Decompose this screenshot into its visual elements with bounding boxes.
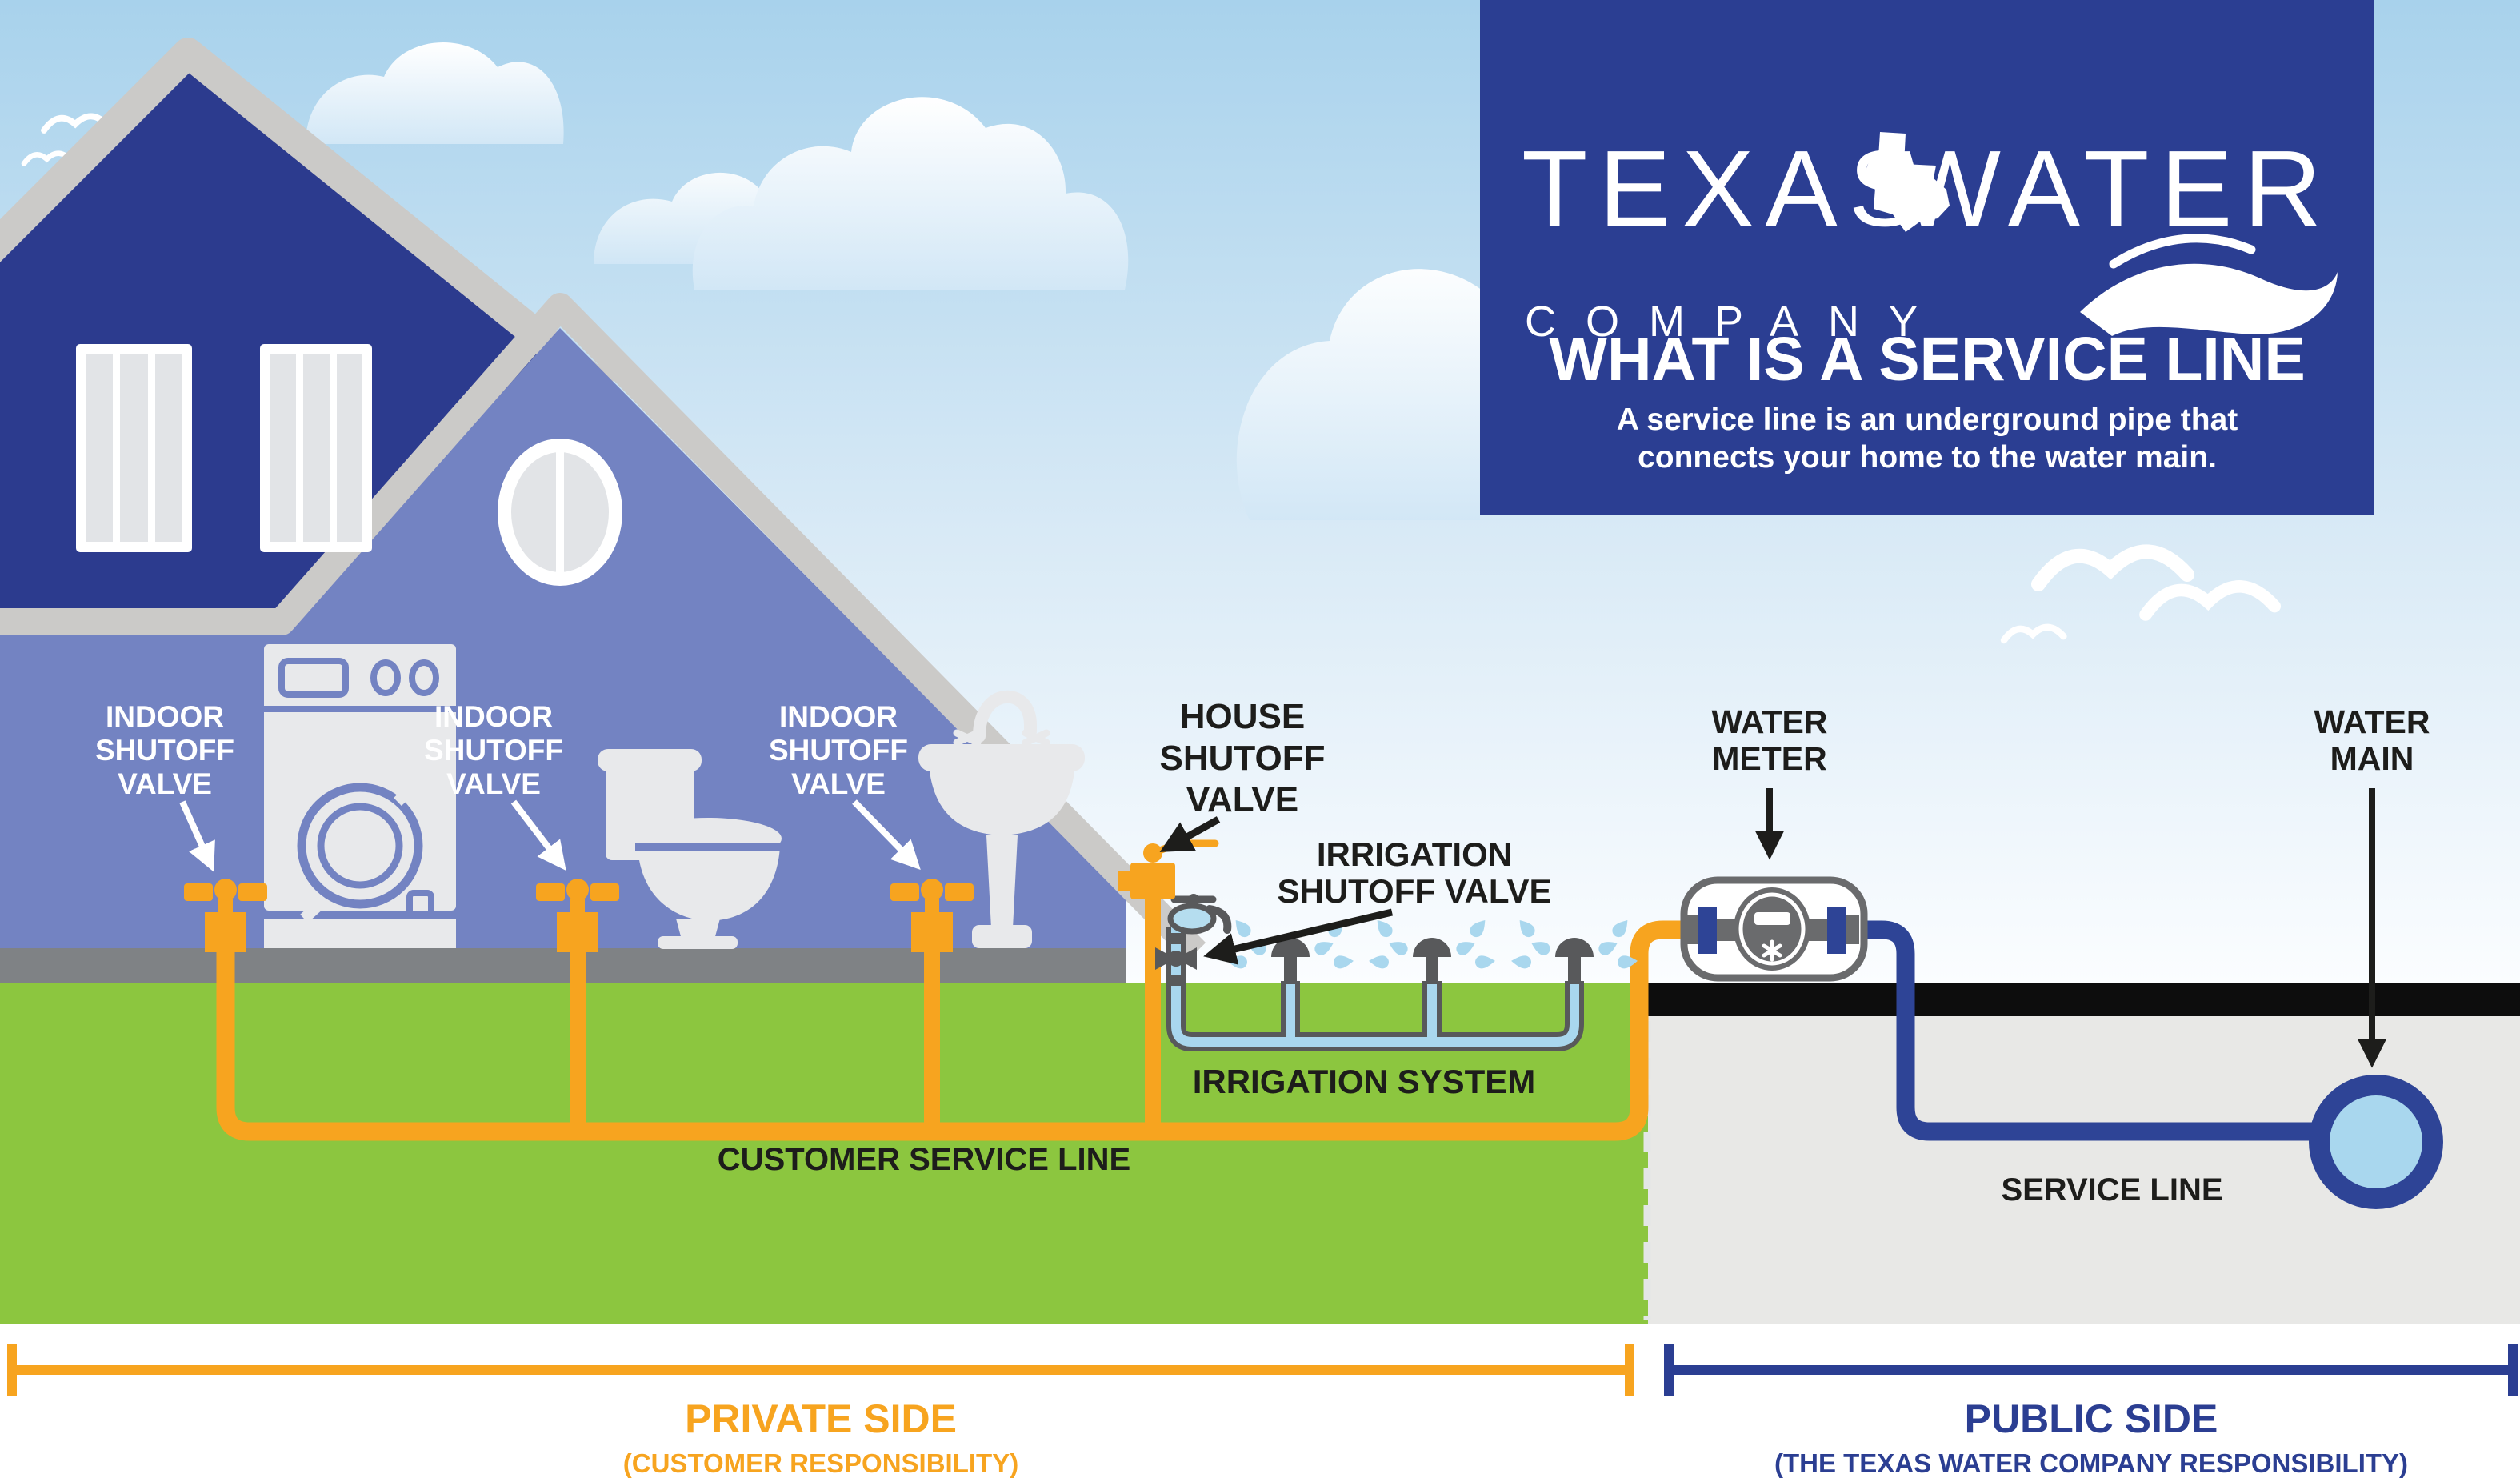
label-line: VALVE: [791, 767, 886, 800]
private-side-title: PRIVATE SIDE: [685, 1396, 957, 1441]
window-left: [76, 344, 192, 552]
irrigation-shutoff-valve-icon: [1155, 933, 1197, 986]
sprinkler-head-icon: [1271, 938, 1310, 984]
arrow-to-house-valve: [1159, 816, 1221, 852]
label-irrigation-system: IRRIGATION SYSTEM: [1193, 1063, 1536, 1100]
house-floor: [0, 948, 1126, 983]
bird-icon: [41, 113, 112, 134]
toilet: [598, 749, 782, 949]
indoor-shutoff-valve-3-icon: [890, 879, 974, 952]
brand-company: COMPANY: [1525, 298, 1947, 346]
indoor-shutoff-valve-2-icon: [536, 879, 619, 952]
label-line: WATER: [1711, 703, 1827, 740]
footer: PRIVATE SIDE (CUSTOMER RESPONSIBILITY) P…: [7, 1344, 2518, 1478]
sink-faucet-icon: [973, 690, 1037, 743]
droplet-cluster: [1369, 920, 1495, 969]
label-line: INDOOR: [106, 700, 224, 733]
label-indoor-shutoff-valve-1: INDOOR SHUTOFF VALVE: [95, 700, 234, 872]
arrow-to-indoor-valve-3: [852, 799, 921, 871]
label-water-meter: WATER METER: [1711, 703, 1828, 860]
bird-icon: [2031, 544, 2194, 591]
outdoor-faucet-icon: [1167, 894, 1232, 935]
public-side-title: PUBLIC SIDE: [1965, 1396, 2218, 1441]
meter-display: [1754, 912, 1790, 925]
label-line: HOUSE: [1180, 697, 1305, 736]
arrow-to-indoor-valve-2: [510, 799, 566, 871]
bird-icon: [2000, 623, 2067, 644]
header-background: [1480, 0, 2374, 515]
washing-machine: [264, 644, 456, 948]
label-line: METER: [1712, 740, 1827, 777]
public-side-bracket: [1664, 1344, 2518, 1396]
private-side-subtitle: (CUSTOMER RESPONSIBILITY): [623, 1448, 1018, 1478]
brand-water: WATER: [1899, 128, 2333, 249]
sprinkler-head-icon: [1413, 938, 1451, 984]
periwinkle-roof-trim: [0, 293, 1206, 962]
label-line: SHUTOFF: [769, 734, 908, 767]
washer-door-icon: [297, 783, 423, 909]
public-side-subtitle: (THE TEXAS WATER COMPANY RESPONSIBILITY): [1774, 1448, 2408, 1478]
customer-service-line-pipe: [216, 916, 1698, 1141]
sprinkler-head-icon: [1555, 938, 1594, 984]
header-panel: TEXAS WATER COMPANY WHAT IS A SERVICE LI…: [1480, 0, 2374, 515]
cloud-icon: [306, 42, 564, 144]
customer-service-line-pipes: [216, 884, 1698, 1141]
street-surface: [1648, 983, 2520, 1016]
water-wave-icon: [2080, 234, 2338, 336]
label-line: INDOOR: [779, 700, 898, 733]
label-line: WATER: [2314, 703, 2430, 740]
bird-icon: [2139, 580, 2281, 621]
navy-roof-trim: [0, 38, 615, 403]
label-line: MAIN: [2330, 740, 2414, 777]
arrow-to-irrigation-valve: [1203, 908, 1394, 965]
window-right: [260, 344, 372, 552]
label-water-main: WATER MAIN: [2314, 703, 2430, 1068]
label-service-line: SERVICE LINE: [2001, 1172, 2222, 1208]
water-droplets: [1227, 920, 1638, 969]
label-irrigation-shutoff-valve: IRRIGATION SHUTOFF VALVE: [1203, 835, 1552, 965]
header-subtitle-line1: A service line is an underground pipe th…: [1617, 403, 2238, 437]
label-line: SHUTOFF: [1160, 739, 1326, 778]
windows: [76, 344, 622, 586]
public-service-line-pipe: [1848, 920, 2312, 1141]
private-side-bracket: [7, 1344, 1634, 1396]
header-title: WHAT IS A SERVICE LINE: [1549, 325, 2305, 394]
round-gable-window: [498, 439, 622, 586]
brand-texas: TEXAS: [1522, 128, 1932, 249]
water-main-icon: [2309, 1075, 2443, 1209]
arrow-to-indoor-valve-1: [179, 800, 215, 872]
label-line: VALVE: [446, 767, 541, 800]
label-line: SHUTOFF VALVE: [1277, 872, 1551, 910]
water-meter-icon: [1680, 876, 1868, 982]
label-line: SHUTOFF: [95, 734, 234, 767]
diagram-labels: INDOOR SHUTOFF VALVE INDOOR SHUTOFF VALV…: [95, 697, 2430, 1208]
pedestal-sink: [918, 690, 1085, 948]
meter-asterisk-icon: [1762, 939, 1782, 962]
label-line: VALVE: [1186, 780, 1298, 819]
droplet-cluster: [1511, 920, 1638, 969]
label-customer-service-line: CUSTOMER SERVICE LINE: [718, 1142, 1130, 1177]
label-line: VALVE: [118, 767, 212, 800]
indoor-shutoff-valves: [184, 839, 1219, 952]
bird-icon: [21, 150, 74, 166]
sprinklers: [1271, 938, 1594, 984]
irrigation-system: [1155, 894, 1638, 1051]
label-house-shutoff-valve: HOUSE SHUTOFF VALVE: [1159, 697, 1326, 852]
indoor-shutoff-valve-1-icon: [184, 879, 267, 952]
label-line: INDOOR: [434, 700, 553, 733]
cloud-icon: [692, 97, 1129, 290]
label-line: SHUTOFF: [424, 734, 563, 767]
label-indoor-shutoff-valve-2: INDOOR SHUTOFF VALVE: [424, 700, 566, 871]
irrigation-pipe-water: [1171, 927, 1579, 1047]
label-line: IRRIGATION: [1317, 835, 1512, 873]
header-subtitle-line2: connects your home to the water main.: [1638, 440, 2217, 475]
texas-state-icon: [1864, 132, 1950, 232]
label-indoor-shutoff-valve-3: INDOOR SHUTOFF VALVE: [769, 700, 921, 871]
